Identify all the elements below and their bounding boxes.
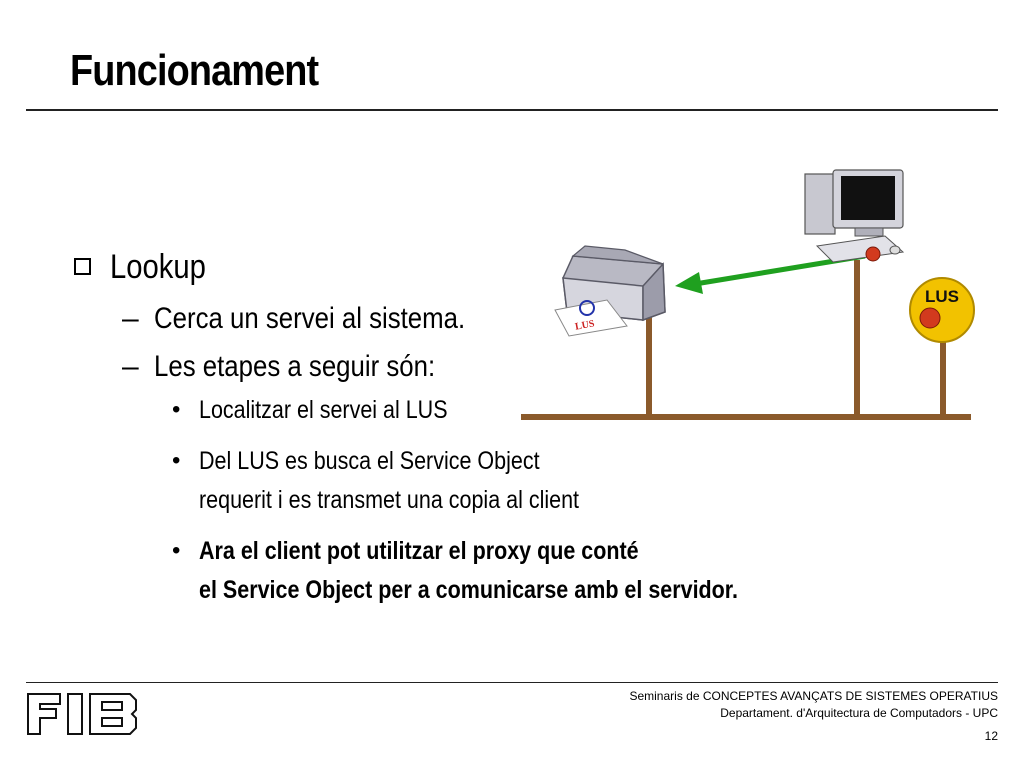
fib-logo [27, 693, 137, 735]
paper-label: LUS [574, 318, 595, 332]
printer-icon: LUS [554, 245, 666, 337]
footer-seminar: Seminaris de CONCEPTES AVANÇATS DE SISTE… [629, 689, 998, 703]
subpoint-1: Cerca un servei al sistema. [154, 302, 466, 335]
dash-marker: – [122, 350, 139, 383]
lookup-diagram: LUS LUS [521, 169, 975, 420]
square-bullet-icon [74, 258, 91, 275]
lus-icon: LUS [909, 277, 975, 343]
step-1: Localitzar el servei al LUS [199, 396, 448, 424]
bullet-lookup: Lookup [110, 248, 206, 286]
footer-rule [26, 682, 998, 683]
dot-marker: • [172, 396, 181, 423]
footer-department: Departament. d'Arquitectura de Computado… [720, 706, 998, 720]
slide-title: Funcionament [70, 46, 319, 95]
title-rule [26, 109, 998, 111]
page-number: 12 [984, 729, 998, 743]
dot-marker: • [172, 537, 181, 564]
step-2: Del LUS es busca el Service Object reque… [199, 447, 580, 514]
dot-marker: • [172, 447, 181, 474]
subpoint-2: Les etapes a seguir són: [154, 350, 436, 383]
step-3: Ara el client pot utilitzar el proxy que… [199, 537, 738, 604]
network-bus [521, 260, 971, 420]
dash-marker: – [122, 302, 139, 335]
lus-label: LUS [925, 287, 959, 306]
computer-icon [804, 169, 905, 263]
